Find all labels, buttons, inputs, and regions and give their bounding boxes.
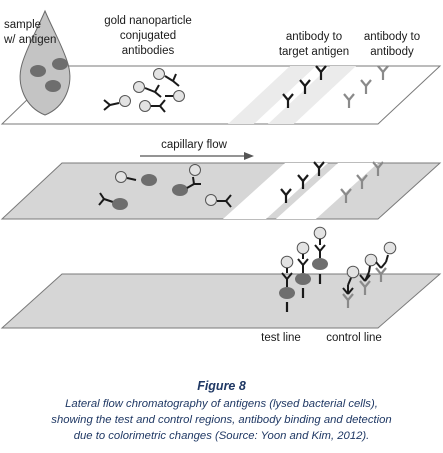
caption-line-3: due to colorimetric changes (Source: Yoo… [73, 430, 370, 442]
diagram: sample w/ antigen gold nanoparticle conj… [0, 9, 442, 344]
figure-caption: Lateral flow chromatography of antigens … [0, 396, 443, 444]
antigen [45, 80, 61, 92]
gold-nanoparticle [313, 226, 327, 240]
caption-line-1: Lateral flow chromatography of antigens … [65, 398, 378, 410]
gold-nanoparticle [119, 95, 131, 107]
antigen [279, 287, 295, 299]
gold-nanoparticle [364, 253, 378, 267]
strip-3 [0, 273, 442, 329]
control-line-complexes [341, 241, 397, 310]
label-capillary-flow: capillary flow [161, 139, 228, 151]
label-sample-1: sample [4, 19, 41, 31]
capillary-flow-arrow [140, 152, 254, 160]
gold-conjugates-1 [103, 68, 185, 113]
label-antibody-target-1: antibody to [286, 31, 342, 43]
gold-nanoparticle [133, 81, 145, 93]
label-antibody-target-2: target antigen [279, 46, 349, 58]
strip-2-body [0, 162, 442, 220]
antigen [52, 58, 68, 70]
gold-nanoparticle [115, 171, 127, 183]
label-gold-2: conjugated [120, 30, 176, 42]
antigen [141, 174, 157, 186]
antigen [112, 198, 128, 210]
gold-nanoparticle [296, 241, 310, 255]
sample-drop [19, 9, 71, 116]
gold-nanoparticle [153, 68, 165, 80]
gold-nanoparticle [205, 194, 217, 206]
antigen [312, 258, 328, 270]
strip-3-body [0, 273, 442, 329]
figure-title: Figure 8 [197, 379, 246, 393]
antigen [295, 273, 311, 285]
strip-2 [0, 162, 442, 220]
gold-nanoparticle [139, 100, 151, 112]
antigen [30, 65, 46, 77]
label-gold-3: antibodies [122, 45, 175, 57]
test-line-complexes [279, 226, 328, 312]
label-gold-1: gold nanoparticle [104, 15, 192, 27]
label-antibody-antibody-2: antibody [370, 46, 414, 58]
gold-nanoparticle [280, 255, 294, 269]
label-control-line: control line [326, 332, 382, 344]
caption-line-2: showing the test and control regions, an… [51, 414, 392, 426]
gold-nanoparticle [189, 164, 201, 176]
gold-nanoparticle [173, 90, 185, 102]
label-sample-2: w/ antigen [3, 34, 56, 46]
strip-1 [0, 65, 442, 125]
gold-nanoparticle [383, 241, 397, 255]
antigen [172, 184, 188, 196]
label-antibody-antibody-1: antibody to [364, 31, 420, 43]
gold-conjugates-2 [98, 164, 232, 210]
label-test-line: test line [261, 332, 301, 344]
gold-nanoparticle [346, 265, 360, 279]
